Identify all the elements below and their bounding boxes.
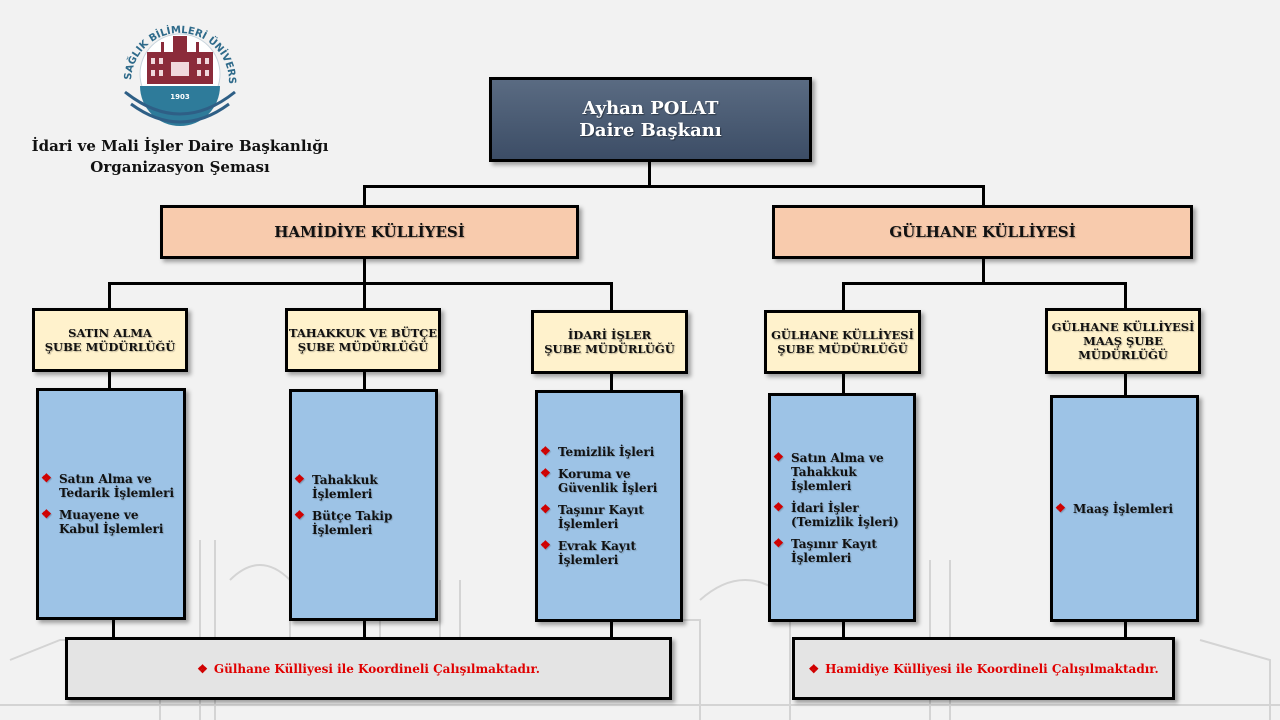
- branch-line-2: ŞUBE MÜDÜRLÜĞÜ: [297, 340, 429, 354]
- task-item: ❖Taşınır Kayıt İşlemleri: [540, 502, 644, 531]
- task-item: ❖Bütçe Takip İşlemleri: [294, 508, 393, 537]
- campus-label: HAMİDİYE KÜLLİYESİ: [274, 223, 465, 241]
- head-role: Daire Başkanı: [579, 119, 722, 141]
- task-box-tahakkuk-butce: ❖Tahakkuk İşlemleri ❖Bütçe Takip İşlemle…: [289, 389, 438, 621]
- note-text: Gülhane Külliyesi ile Koordineli Çalışıl…: [213, 661, 540, 676]
- branch-box-gulhane-maas: GÜLHANE KÜLLİYESİ MAAŞ ŞUBE MÜDÜRLÜĞÜ: [1045, 308, 1201, 374]
- department-head-box: Ayhan POLAT Daire Başkanı: [489, 77, 812, 162]
- org-chart-title: İdari ve Mali İşler Daire Başkanlığı Org…: [20, 136, 340, 178]
- diamond-bullet-icon: ❖: [773, 449, 784, 464]
- title-line-2: Organizasyon Şeması: [90, 158, 270, 176]
- branch-line-2: ŞUBE MÜDÜRLÜĞÜ: [544, 342, 675, 356]
- diamond-bullet-icon: ❖: [294, 472, 305, 486]
- diamond-bullet-icon: ❖: [41, 471, 52, 485]
- branch-line-2: ŞUBE MÜDÜRLÜĞÜ: [44, 340, 176, 354]
- branch-box-tahakkuk-butce: TAHAKKUK VE BÜTÇE ŞUBE MÜDÜRLÜĞÜ: [285, 308, 441, 372]
- task-box-gulhane-maas: ❖Maaş İşlemleri: [1050, 395, 1199, 622]
- task-box-idari-isler: ❖Temizlik İşleri ❖Koruma ve Güvenlik İşl…: [535, 390, 683, 622]
- campus-label: GÜLHANE KÜLLİYESİ: [889, 223, 1076, 241]
- branch-line-1: SATIN ALMA: [68, 326, 152, 340]
- diamond-bullet-icon: ❖: [1055, 500, 1066, 515]
- title-line-1: İdari ve Mali İşler Daire Başkanlığı: [31, 137, 329, 155]
- task-item: ❖Maaş İşlemleri: [1055, 500, 1174, 516]
- branch-line-2: ŞUBE MÜDÜRLÜĞÜ: [777, 342, 908, 356]
- coordination-note-gulhane: ❖ Hamidiye Külliyesi ile Koordineli Çalı…: [792, 637, 1175, 700]
- branch-box-idari-isler: İDARİ İŞLER ŞUBE MÜDÜRLÜĞÜ: [531, 310, 688, 374]
- task-item: ❖Taşınır Kayıt İşlemleri: [773, 535, 877, 565]
- diamond-bullet-icon: ❖: [540, 502, 551, 516]
- diamond-bullet-icon: ❖: [41, 507, 52, 521]
- head-name: Ayhan POLAT: [582, 97, 719, 119]
- note-text: Hamidiye Külliyesi ile Koordineli Çalışı…: [825, 661, 1159, 676]
- task-item: ❖Evrak Kayıt İşlemleri: [540, 538, 636, 567]
- branch-box-gulhane-sube: GÜLHANE KÜLLİYESİ ŞUBE MÜDÜRLÜĞÜ: [764, 310, 921, 374]
- task-item: ❖Koruma ve Güvenlik İşleri: [540, 466, 658, 495]
- campus-box-gulhane: GÜLHANE KÜLLİYESİ: [772, 205, 1193, 259]
- diamond-bullet-icon: ❖: [540, 466, 551, 480]
- branch-line-3: MÜDÜRLÜĞÜ: [1078, 348, 1168, 362]
- branch-line-1: GÜLHANE KÜLLİYESİ: [1051, 320, 1195, 334]
- branch-line-1: İDARİ İŞLER: [567, 328, 652, 342]
- branch-line-2: MAAŞ ŞUBE: [1083, 334, 1163, 348]
- task-box-satin-alma: ❖Satın Alma ve Tedarik İşlemleri ❖Muayen…: [36, 388, 186, 620]
- branch-box-satin-alma: SATIN ALMA ŞUBE MÜDÜRLÜĞÜ: [32, 308, 188, 372]
- task-item: ❖Temizlik İşleri: [540, 444, 655, 459]
- diamond-bullet-icon: ❖: [773, 535, 784, 550]
- diamond-bullet-icon: ❖: [294, 508, 305, 522]
- task-item: ❖Satın Alma ve Tahakkuk İşlemleri: [773, 449, 884, 493]
- diamond-bullet-icon: ❖: [540, 444, 551, 458]
- task-item: ❖Muayene ve Kabul İşlemleri: [41, 507, 164, 536]
- campus-box-hamidiye: HAMİDİYE KÜLLİYESİ: [160, 205, 579, 259]
- task-item: ❖Satın Alma ve Tedarik İşlemleri: [41, 471, 175, 500]
- coordination-note-hamidiye: ❖ Gülhane Külliyesi ile Koordineli Çalış…: [65, 637, 672, 700]
- branch-line-1: GÜLHANE KÜLLİYESİ: [771, 328, 914, 342]
- university-logo: SAĞLIK BİLİMLERİ ÜNİVERSİTESİ 1903: [117, 12, 237, 126]
- diamond-bullet-icon: ❖: [540, 538, 551, 552]
- logo-year: 1903: [170, 93, 190, 101]
- branch-line-1: TAHAKKUK VE BÜTÇE: [288, 326, 438, 340]
- task-item: ❖İdari İşler (Temizlik İşleri): [773, 499, 899, 529]
- diamond-bullet-icon: ❖: [808, 661, 820, 676]
- diamond-bullet-icon: ❖: [197, 661, 208, 676]
- task-item: ❖Tahakkuk İşlemleri: [294, 472, 378, 501]
- diamond-bullet-icon: ❖: [773, 499, 784, 514]
- task-box-gulhane-sube: ❖Satın Alma ve Tahakkuk İşlemleri ❖İdari…: [768, 393, 916, 622]
